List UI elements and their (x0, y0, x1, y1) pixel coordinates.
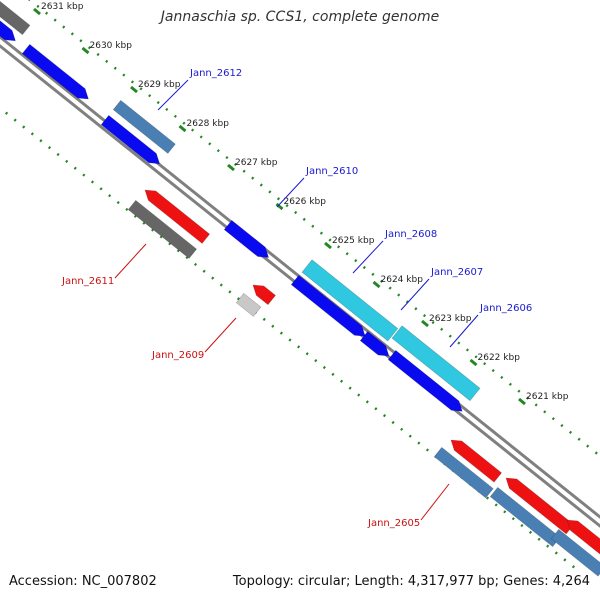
gene-arrow (550, 528, 600, 577)
scale-tick-label: 2622 kbp (478, 353, 521, 363)
gene-arrow (433, 446, 494, 499)
gene-arrow (290, 274, 366, 337)
gene-arrow (387, 349, 463, 412)
scale-tick-label: 2631 kbp (41, 2, 84, 12)
gene-arrow (0, 20, 16, 42)
scale-tick-label: 2624 kbp (381, 275, 424, 285)
gene-leader-line (204, 317, 237, 353)
scale-tick-mark (518, 397, 526, 406)
scale-tick-mark (469, 358, 478, 367)
gene-leader-line (352, 240, 384, 274)
gene-label: Jann_2610 (305, 166, 358, 177)
scale-tick-label: 2623 kbp (429, 314, 472, 324)
scale-tick-label: 2621 kbp (526, 392, 569, 402)
scale-tick-mark (130, 85, 138, 94)
gene-label: Jann_2605 (367, 518, 420, 529)
scale-tick-mark (178, 124, 187, 133)
gene-label: Jann_2611 (61, 276, 114, 287)
gene-label: Jann_2606 (479, 303, 532, 314)
forward-tick-guide (27, 0, 600, 458)
scale-tick-label: 2625 kbp (332, 236, 375, 246)
gene-label: Jann_2608 (384, 229, 437, 240)
gene-arrow (127, 199, 198, 259)
gene-leader-line (400, 278, 430, 311)
gene-arrow (391, 325, 481, 402)
scale-tick-label: 2630 kbp (90, 41, 133, 51)
gene-leader-line (449, 314, 479, 348)
gene-arrow (450, 439, 502, 483)
gene-leader-line (420, 483, 450, 521)
scale-tick-mark (33, 7, 41, 16)
scale-tick-label: 2627 kbp (235, 158, 278, 168)
gene-label: Jann_2609 (151, 350, 204, 361)
gene-arrow (301, 259, 399, 342)
gene-label: Jann_2607 (430, 267, 483, 278)
scale-tick-mark (372, 280, 381, 289)
gene-arrow (0, 0, 31, 36)
scale-tick-label: 2626 kbp (284, 197, 327, 207)
map-title: Jannaschia sp. CCS1, complete genome (160, 9, 440, 25)
gene-leader-line (157, 79, 189, 111)
gene-arrow (223, 219, 269, 258)
gene-leader-line (276, 177, 305, 208)
gene-arrow (112, 99, 176, 154)
gene-arrow (252, 284, 276, 306)
gene-arrow (100, 114, 161, 165)
scale-tick-mark (324, 241, 332, 250)
scale-tick-label: 2628 kbp (187, 119, 230, 129)
gene-label: Jann_2612 (189, 68, 242, 79)
accession-text: Accession: NC_007802 (9, 574, 157, 589)
gene-arrow (144, 189, 211, 244)
scale-tick-mark (275, 202, 284, 211)
scale-tick-mark (81, 46, 90, 55)
genome-summary-text: Topology: circular; Length: 4,317,977 bp… (232, 574, 590, 589)
gene-arrow (21, 43, 89, 100)
gene-arrow (235, 292, 262, 317)
gene-arrow (489, 486, 561, 548)
scale-tick-mark (227, 163, 235, 172)
gene-arrow (359, 330, 390, 357)
reverse-tick-guide (0, 106, 581, 573)
scale-tick-mark (421, 319, 429, 328)
gene-arrow (566, 519, 600, 555)
gene-leader-line (114, 243, 147, 279)
scale-tick-label: 2629 kbp (138, 80, 181, 90)
